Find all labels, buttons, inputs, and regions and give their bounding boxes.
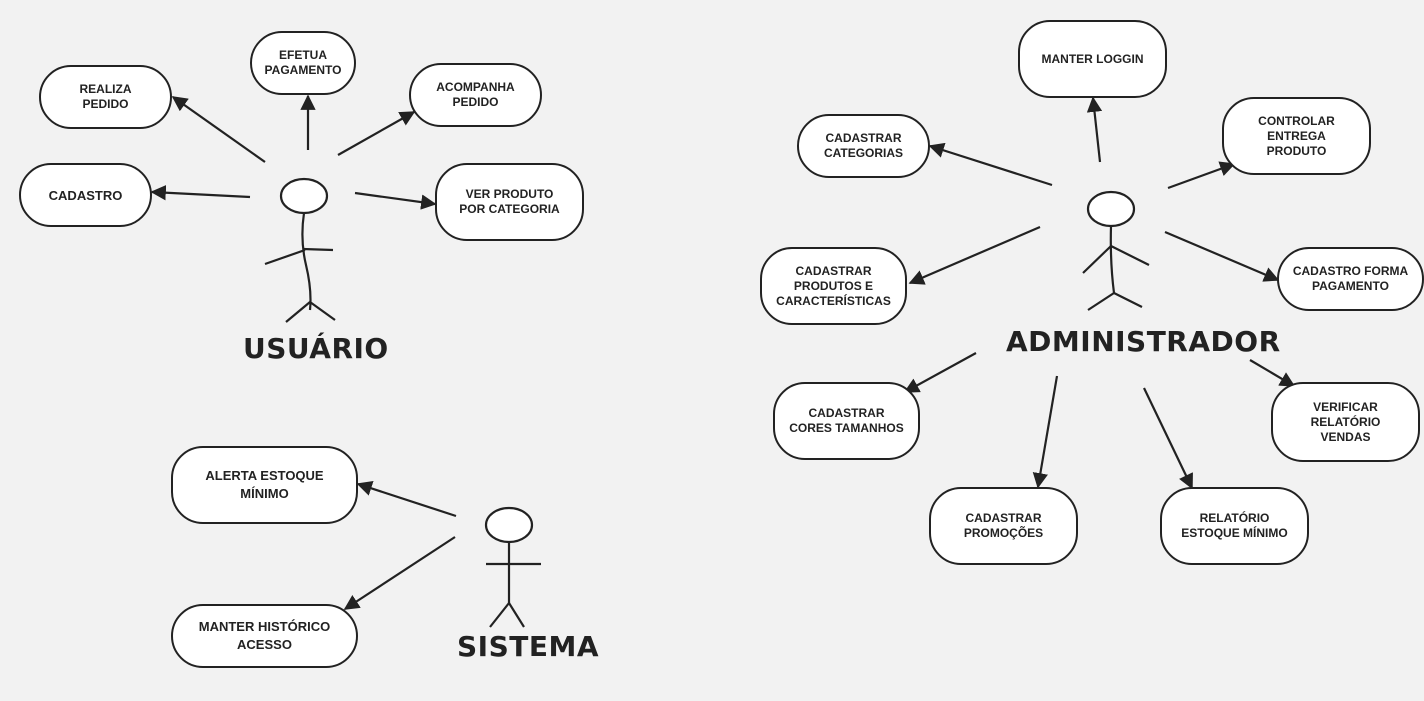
usecase-verificar-relatorio: VERIFICAR RELATÓRIO VENDAS xyxy=(1271,382,1420,462)
usecase-cadastro-forma-pagamento: CADASTRO FORMA PAGAMENTO xyxy=(1277,247,1424,311)
arrow-admin-cadastrar-promocoes xyxy=(1032,375,1059,489)
usecase-manter-historico: MANTER HISTÓRICO ACESSO xyxy=(171,604,358,668)
usecase-cadastrar-promocoes: CADASTRAR PROMOÇÕES xyxy=(929,487,1078,565)
arrow-admin-cadastrar-produtos xyxy=(908,225,1041,285)
usecase-ver-produto: VER PRODUTO POR CATEGORIA xyxy=(435,163,584,241)
arrow-admin-cadastrar-categorias xyxy=(928,142,1053,187)
arrow-admin-controlar-entrega xyxy=(1167,161,1236,190)
actor-label-usuario: USUÁRIO xyxy=(243,332,389,365)
usecase-cadastrar-categorias: CADASTRAR CATEGORIAS xyxy=(797,114,930,178)
arrow-admin-verificar-relatorio xyxy=(1249,359,1296,387)
arrow-usuario-realiza-pedido xyxy=(171,96,266,163)
usecase-relatorio-estoque: RELATÓRIO ESTOQUE MÍNIMO xyxy=(1160,487,1309,565)
arrow-admin-cadastrar-cores xyxy=(903,352,977,393)
arrow-usuario-cadastro xyxy=(150,185,251,201)
usecase-realiza-pedido: REALIZA PEDIDO xyxy=(39,65,172,129)
arrow-usuario-acompanha-pedido xyxy=(337,111,416,156)
actor-label-sistema: SISTEMA xyxy=(457,630,600,663)
usecase-cadastrar-produtos: CADASTRAR PRODUTOS E CARACTERÍSTICAS xyxy=(760,247,907,325)
actor-administrador-figure xyxy=(1082,190,1150,311)
arrow-usuario-ver-produto xyxy=(354,191,437,210)
usecase-controlar-entrega: CONTROLAR ENTREGA PRODUTO xyxy=(1222,97,1371,175)
actor-usuario-figure xyxy=(264,177,336,323)
arrow-sistema-alerta-estoque xyxy=(356,480,457,518)
arrow-admin-manter-loggin xyxy=(1086,96,1103,163)
actor-sistema-figure xyxy=(484,506,541,628)
usecase-alerta-estoque: ALERTA ESTOQUE MÍNIMO xyxy=(171,446,358,524)
usecase-acompanha-pedido: ACOMPANHA PEDIDO xyxy=(409,63,542,127)
arrow-sistema-manter-historico xyxy=(343,536,456,610)
usecase-cadastrar-cores: CADASTRAR CORES TAMANHOS xyxy=(773,382,920,460)
arrow-admin-cadastro-forma xyxy=(1164,230,1280,282)
usecase-cadastro: CADASTRO xyxy=(19,163,152,227)
actor-label-administrador: ADMINISTRADOR xyxy=(1006,325,1281,358)
usecase-manter-loggin: MANTER LOGGIN xyxy=(1018,20,1167,98)
arrow-admin-relatorio-estoque xyxy=(1143,387,1193,490)
usecase-efetua-pagamento: EFETUA PAGAMENTO xyxy=(250,31,356,95)
